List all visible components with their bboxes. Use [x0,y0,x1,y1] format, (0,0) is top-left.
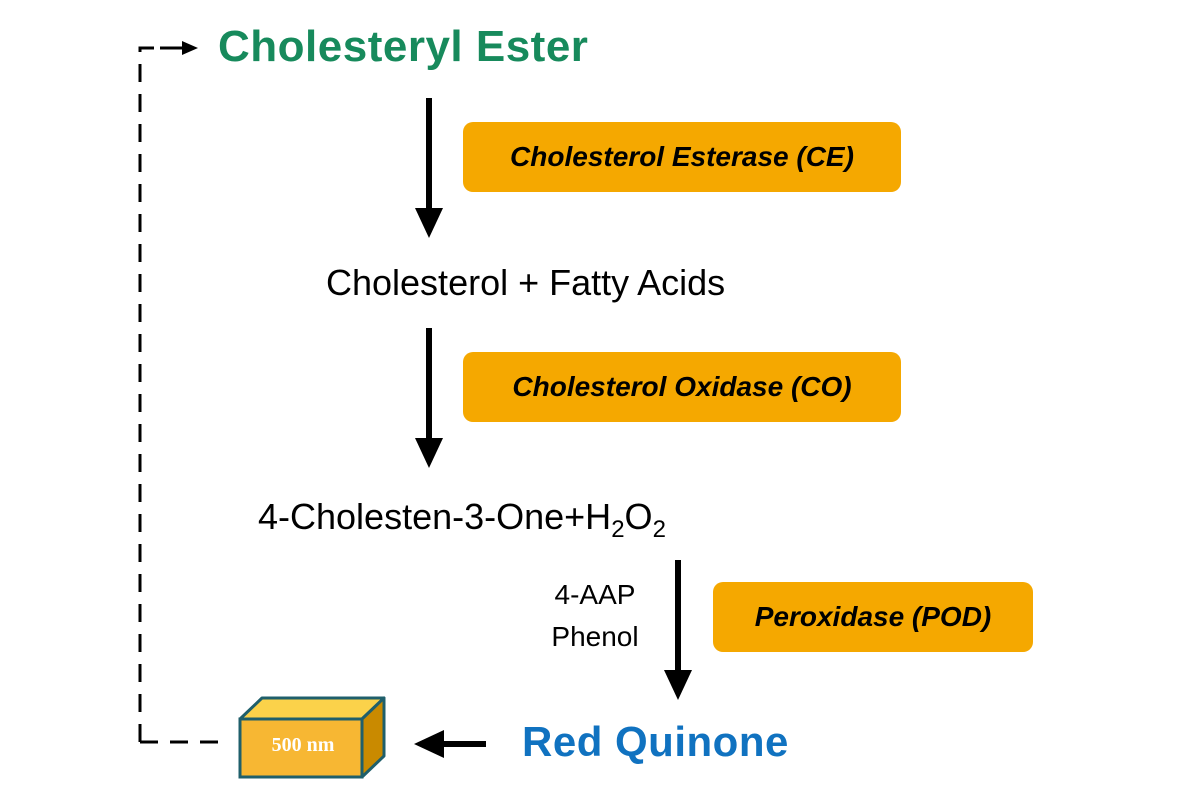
cholestenone-label: 4-Cholesten-3-One+H2O2 [258,496,666,544]
detector-box-icon [238,696,386,779]
enzyme-box-co: Cholesterol Oxidase (CO) [463,352,901,422]
enzyme-co-label: Cholesterol Oxidase (CO) [512,371,852,402]
reagents-label: 4-AAP Phenol [530,574,660,658]
red-quinone-label: Red Quinone [522,718,789,765]
o2-subscript: 2 [652,516,666,544]
h2-subscript: 2 [611,516,625,544]
feedback-dashed-line [138,46,155,742]
cholesteryl-ester-label: Cholesteryl Ester [218,22,589,71]
arrow-step1-head [415,208,443,238]
oxygen-text: O [624,496,653,537]
enzyme-ce-label: Cholesterol Esterase (CE) [510,141,854,172]
arrow-to-detector-head [414,730,444,758]
feedback-arrow-head [182,41,198,55]
enzyme-box-ce: Cholesterol Esterase (CE) [463,122,901,192]
reagent-4aap: 4-AAP [554,579,636,610]
enzyme-pod-label: Peroxidase (POD) [754,601,992,632]
reagent-phenol: Phenol [551,621,639,652]
enzyme-box-pod: Peroxidase (POD) [713,582,1033,652]
detector-wavelength-label: 500 nm [271,734,335,756]
cholesterol-fatty-acids-label: Cholesterol + Fatty Acids [326,262,726,303]
arrow-step3-head [664,670,692,700]
arrow-step2-head [415,438,443,468]
cholestenone-text: 4-Cholesten-3-One+H [258,496,612,537]
